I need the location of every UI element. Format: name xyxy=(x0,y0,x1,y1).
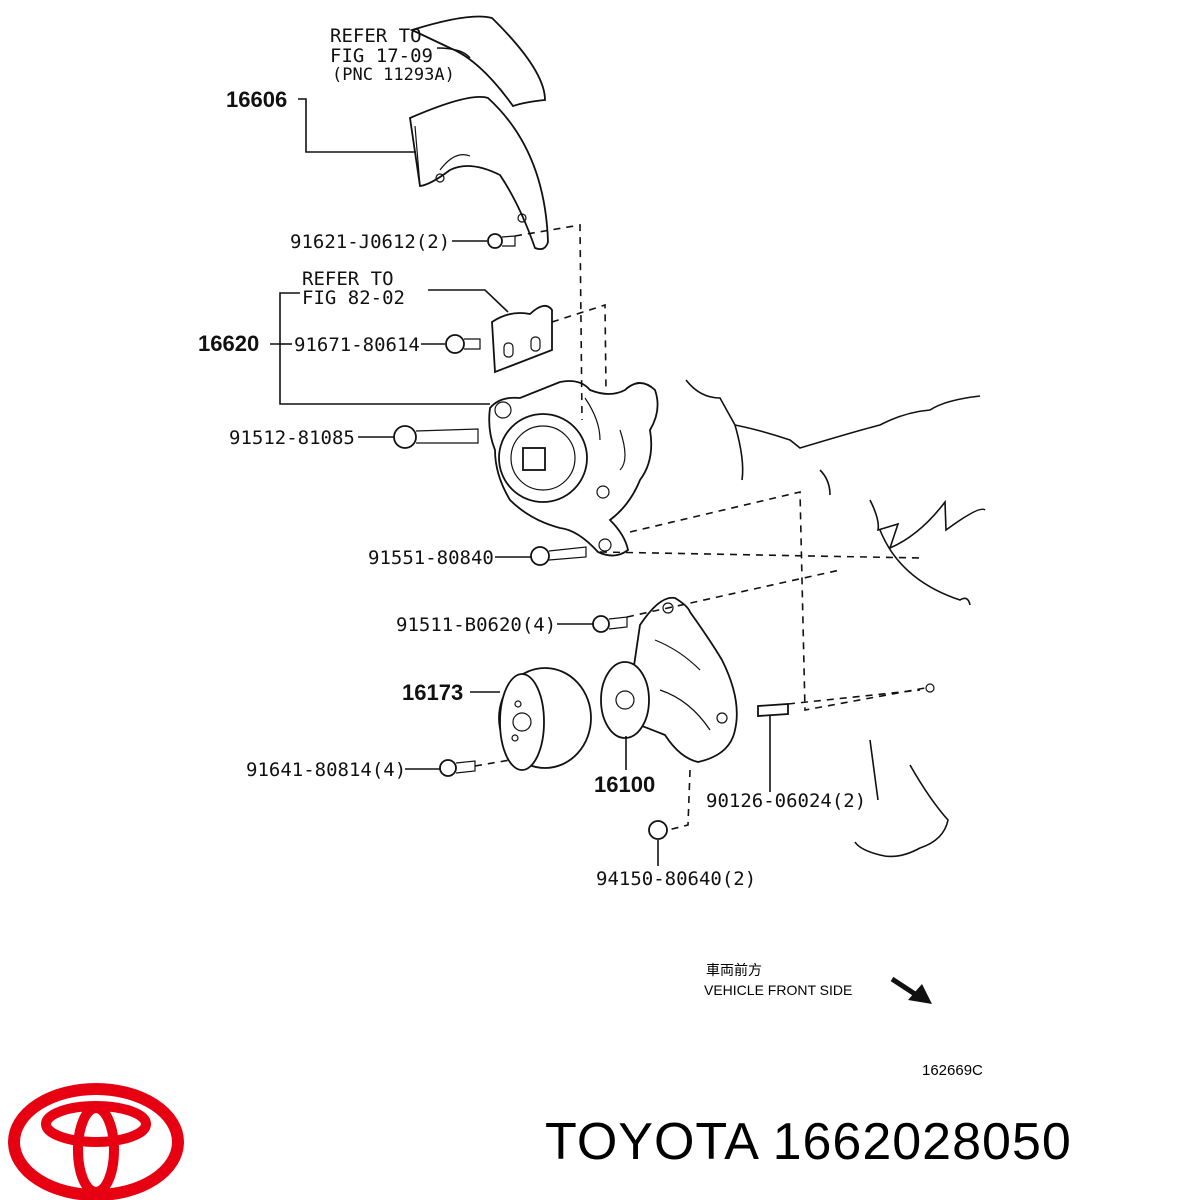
stud-90126 xyxy=(757,703,789,717)
part-label-91641: 91641-80814(4) xyxy=(246,759,406,781)
footer-title: TOYOTA 1662028050 xyxy=(545,1112,1072,1172)
part-label-90126: 90126-06024(2) xyxy=(706,790,866,812)
part-label-16173: 16173 xyxy=(402,680,463,705)
bolt-91641 xyxy=(439,759,476,777)
part-label-91671: 91671-80614 xyxy=(294,334,420,356)
part-number: 1662028050 xyxy=(772,1113,1072,1171)
part-label-91512: 91512-81085 xyxy=(229,427,355,449)
bracket-16606 xyxy=(409,95,549,251)
part-label-91511: 91511-B0620(4) xyxy=(396,614,556,636)
toyota-logo-icon xyxy=(8,1083,184,1200)
water-pump-16100 xyxy=(600,596,738,763)
bolt-91621 xyxy=(487,233,516,249)
part-label-16606: 16606 xyxy=(226,87,287,112)
refer-fig-17-09-line2: FIG 17-09 xyxy=(330,45,433,67)
figure-code: 162669C xyxy=(922,1062,983,1079)
leader-lines xyxy=(270,47,771,866)
refer-fig-82-02-line1: REFER TO xyxy=(302,268,394,290)
bracket-82-02 xyxy=(491,304,553,374)
refer-fig-82-02-line2: FIG 82-02 xyxy=(302,287,405,309)
part-label-91551: 91551-80840 xyxy=(368,547,494,569)
bolt-91551 xyxy=(530,546,587,566)
bolt-91671 xyxy=(445,334,481,354)
part-label-16100: 16100 xyxy=(594,772,655,797)
brand-name: TOYOTA xyxy=(545,1113,758,1171)
bolt-91512 xyxy=(393,425,479,449)
vehicle-front-en: VEHICLE FRONT SIDE xyxy=(704,982,852,998)
tensioner-assembly-16620 xyxy=(488,380,659,557)
alignment-dashed-lines xyxy=(474,224,935,831)
timing-cover-outline xyxy=(409,15,546,108)
part-label-16620: 16620 xyxy=(198,331,259,356)
refer-fig-17-09-line3: (PNC 11293A) xyxy=(332,65,455,85)
nut-94150 xyxy=(648,820,668,840)
vehicle-front-jp: 車両前方 xyxy=(706,962,762,978)
bolt-91511 xyxy=(592,615,628,633)
refer-fig-17-09-line1: REFER TO xyxy=(330,25,422,47)
engine-block-outline xyxy=(685,379,986,858)
part-label-91621: 91621-J0612(2) xyxy=(290,231,450,253)
pulley-16173 xyxy=(498,667,592,771)
vehicle-front-arrow-icon xyxy=(890,976,932,1004)
part-label-94150: 94150-80640(2) xyxy=(596,868,756,890)
